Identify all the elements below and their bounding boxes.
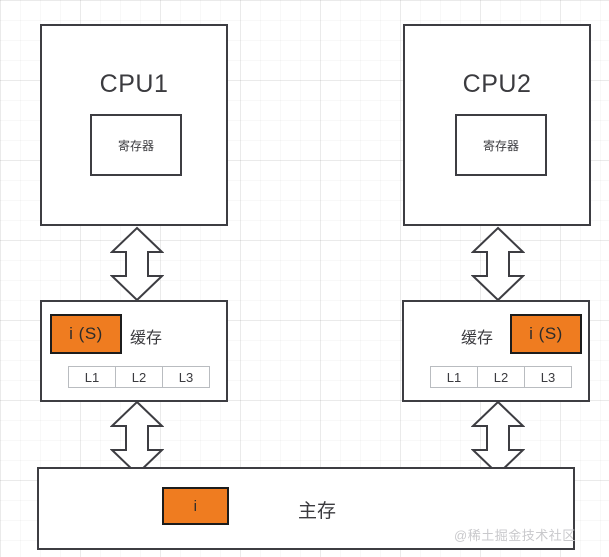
cache-left-levels: L1 L2 L3 bbox=[68, 366, 210, 388]
main-memory-cell-value: i bbox=[193, 497, 198, 515]
cache-right-level-l1: L1 bbox=[430, 366, 478, 388]
cpu1-register-box: 寄存器 bbox=[90, 114, 182, 176]
main-memory-cell: i bbox=[162, 487, 229, 525]
cache-left-level-l2: L2 bbox=[115, 366, 163, 388]
cache-left-cell-value: i (S) bbox=[69, 324, 103, 343]
arrow-cpu1-cache bbox=[110, 226, 164, 302]
cache-left-box: i (S) 缓存 L1 L2 L3 bbox=[40, 300, 228, 402]
cache-right-levels: L1 L2 L3 bbox=[430, 366, 572, 388]
cache-left-cell: i (S) bbox=[50, 314, 122, 354]
arrow-cpu2-cache bbox=[471, 226, 525, 302]
cpu1-box: CPU1 寄存器 bbox=[40, 24, 228, 226]
main-memory-label: 主存 bbox=[298, 501, 337, 522]
cache-left-level-l3: L3 bbox=[162, 366, 210, 388]
cache-right-level-l2: L2 bbox=[477, 366, 525, 388]
cache-right-box: 缓存 i (S) L1 L2 L3 bbox=[402, 300, 590, 402]
cpu2-box: CPU2 寄存器 bbox=[403, 24, 591, 226]
watermark: @稀土掘金技术社区 bbox=[454, 528, 576, 543]
arrow-cache-memory-right bbox=[471, 400, 525, 476]
cpu1-register-label: 寄存器 bbox=[117, 138, 154, 153]
cache-left-label: 缓存 bbox=[130, 330, 163, 347]
cache-right-cell: i (S) bbox=[510, 314, 582, 354]
arrow-cache-memory-left bbox=[110, 400, 164, 476]
cache-right-level-l3: L3 bbox=[524, 366, 572, 388]
cpu2-register-label: 寄存器 bbox=[482, 138, 519, 153]
cpu2-title: CPU2 bbox=[462, 70, 532, 98]
cache-right-cell-value: i (S) bbox=[529, 324, 563, 343]
main-memory-box: i 主存 @稀土掘金技术社区 bbox=[37, 467, 575, 550]
cpu1-title: CPU1 bbox=[99, 70, 169, 98]
cache-left-level-l1: L1 bbox=[68, 366, 116, 388]
cache-right-label: 缓存 bbox=[461, 330, 494, 347]
cpu2-register-box: 寄存器 bbox=[455, 114, 547, 176]
